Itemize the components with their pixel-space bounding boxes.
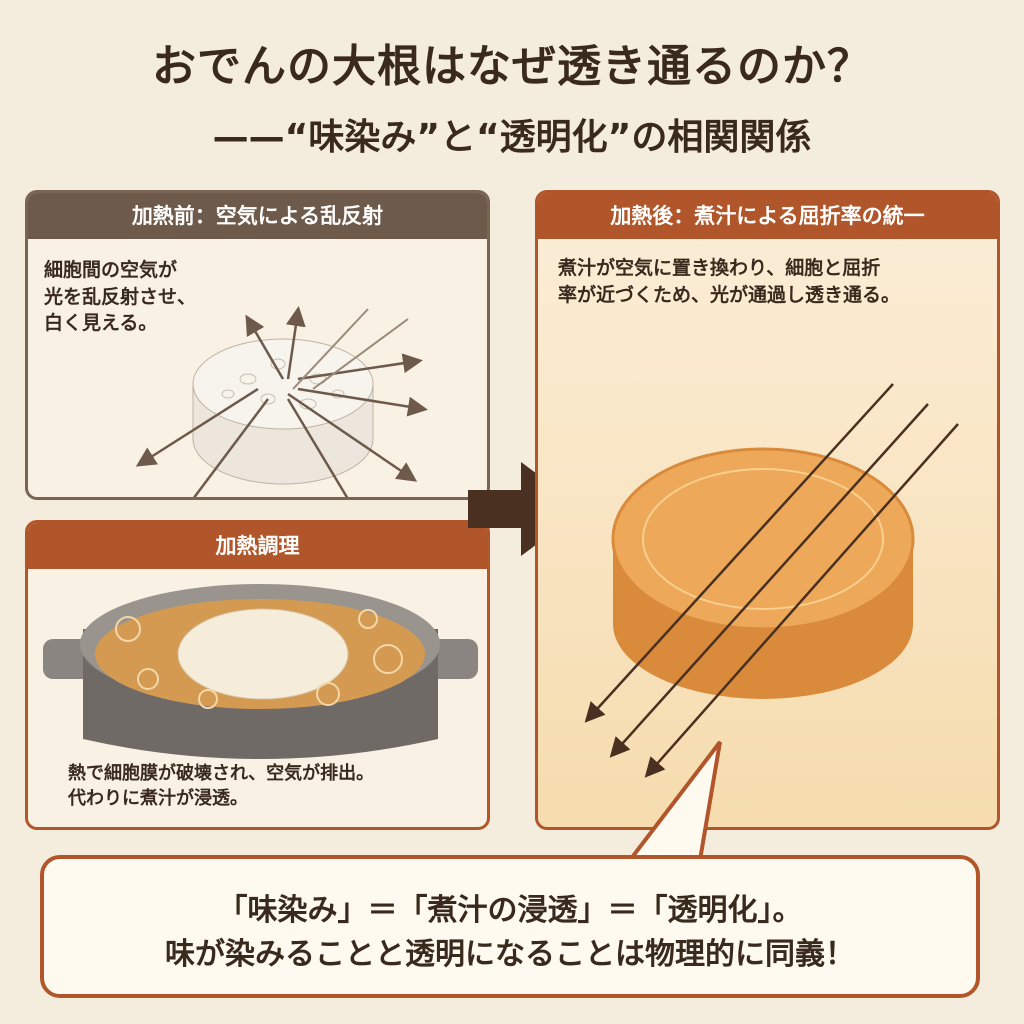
conclusion-line: 「味染み」＝「煮汁の浸透」＝「透明化」。	[217, 893, 803, 928]
before-heating-panel: 加熱前：空気による乱反射 細胞間の空気が 光を乱反射させ、 白く見える。	[25, 190, 490, 500]
text-line: 白く見える。	[44, 312, 158, 335]
white-daikon-scatter-illustration	[135, 306, 428, 497]
page-title: おでんの大根はなぜ透き通るのか？	[152, 41, 872, 92]
conclusion-line: 味が染みることと透明になることは物理的に同義！	[165, 936, 855, 972]
cooking-panel: 加熱調理 熱で細胞膜が破壊され、空気が排出。 代わりに煮汁が浸透。	[25, 520, 490, 830]
translucent-daikon-illustration	[584, 383, 959, 778]
callout-pointer	[625, 740, 722, 862]
page-subtitle: ——“味染み”と“透明化”の相関関係	[212, 117, 812, 158]
text-line: 熱で細胞膜が破壊され、空気が排出。	[68, 763, 375, 784]
text-line: 光を乱反射させ、	[44, 285, 197, 308]
text-line: 率が近づくため、光が通過し透き通る。	[558, 283, 901, 306]
before-heating-header: 加熱前：空気による乱反射	[28, 193, 487, 239]
after-heating-panel: 加熱後：煮汁による屈折率の統一 煮汁が空気に置き換わり、細胞と屈折 率が近づくた…	[535, 190, 1000, 830]
before-heating-text: 細胞間の空気が 光を乱反射させ、 白く見える。	[44, 257, 196, 337]
cooking-text: 熱で細胞膜が破壊され、空気が排出。 代わりに煮汁が浸透。	[68, 761, 374, 811]
text-line: 細胞間の空気が	[44, 259, 178, 281]
text-line: 煮汁が空気に置き換わり、細胞と屈折	[558, 257, 881, 279]
conclusion-callout: 「味染み」＝「煮汁の浸透」＝「透明化」。 味が染みることと透明になることは物理的…	[40, 855, 980, 998]
right-arrow-icon	[468, 462, 584, 556]
text-line: 代わりに煮汁が浸透。	[68, 788, 248, 810]
after-heating-header: 加熱後：煮汁による屈折率の統一	[538, 193, 997, 239]
cooking-header: 加熱調理	[28, 523, 487, 569]
pot-illustration	[43, 584, 478, 759]
after-heating-text: 煮汁が空気に置き換わり、細胞と屈折 率が近づくため、光が通過し透き通る。	[558, 255, 900, 308]
